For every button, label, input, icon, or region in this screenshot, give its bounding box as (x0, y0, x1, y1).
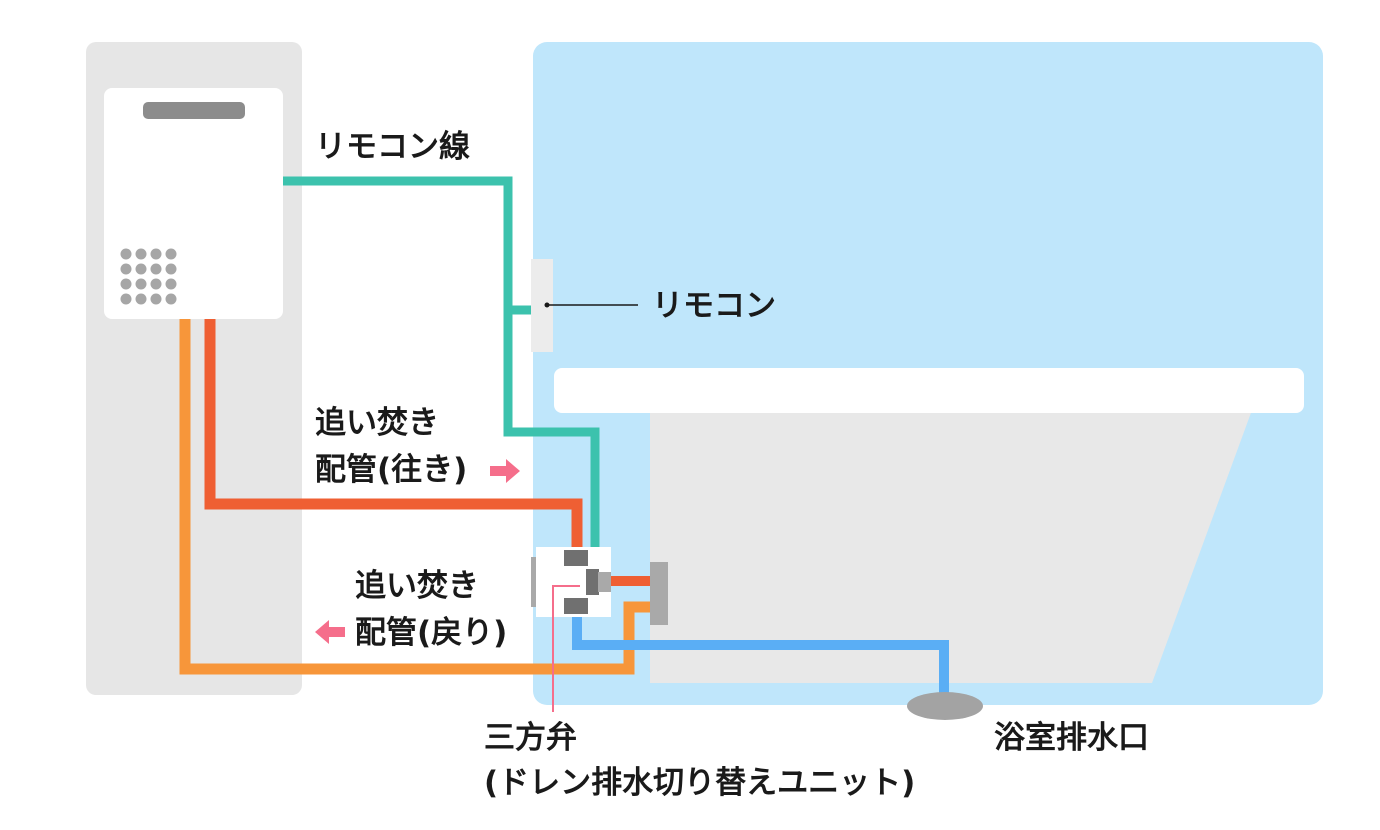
remote-cable (283, 176, 600, 550)
three-way-valve-label: 三方弁 (484, 720, 577, 756)
bathtub-body (650, 410, 1252, 683)
heater-display-slot (143, 102, 245, 119)
supply-pipe (204, 319, 583, 552)
remote-panel (531, 259, 553, 352)
remote-cable-label: リモコン線 (315, 129, 470, 165)
reheat-supply-label-line2: 配管(往き) (315, 452, 468, 488)
drain-outlet (907, 692, 983, 720)
valve-bottom-fitting (564, 598, 588, 614)
valve-core (586, 569, 599, 595)
return-pipe (179, 319, 652, 675)
tub-adapter (650, 562, 668, 625)
drain-pipe (572, 614, 949, 701)
valve-left-cap (531, 557, 537, 607)
remote-label: リモコン (652, 288, 776, 324)
arrow-right-icon (490, 459, 520, 483)
bathtub (554, 368, 1304, 683)
water-heater (104, 88, 283, 319)
remote-leader-dot (544, 302, 550, 308)
valve-leader-line (552, 585, 580, 712)
drain-label: 浴室排水口 (994, 720, 1149, 756)
three-way-valve (531, 547, 668, 625)
three-way-valve-sublabel: (ドレン排水切り替えユニット) (484, 765, 916, 801)
valve-top-fitting (564, 550, 588, 566)
heater-vent-icon (120, 248, 177, 305)
reheat-return-label-line1: 追い焚き (355, 568, 479, 604)
reheat-supply-label-line1: 追い焚き (315, 405, 439, 441)
valve-outlet (598, 572, 611, 592)
bathtub-rim (554, 368, 1304, 413)
reheat-return-label-line2: 配管(戻り) (355, 615, 508, 651)
arrow-left-icon (315, 620, 345, 644)
